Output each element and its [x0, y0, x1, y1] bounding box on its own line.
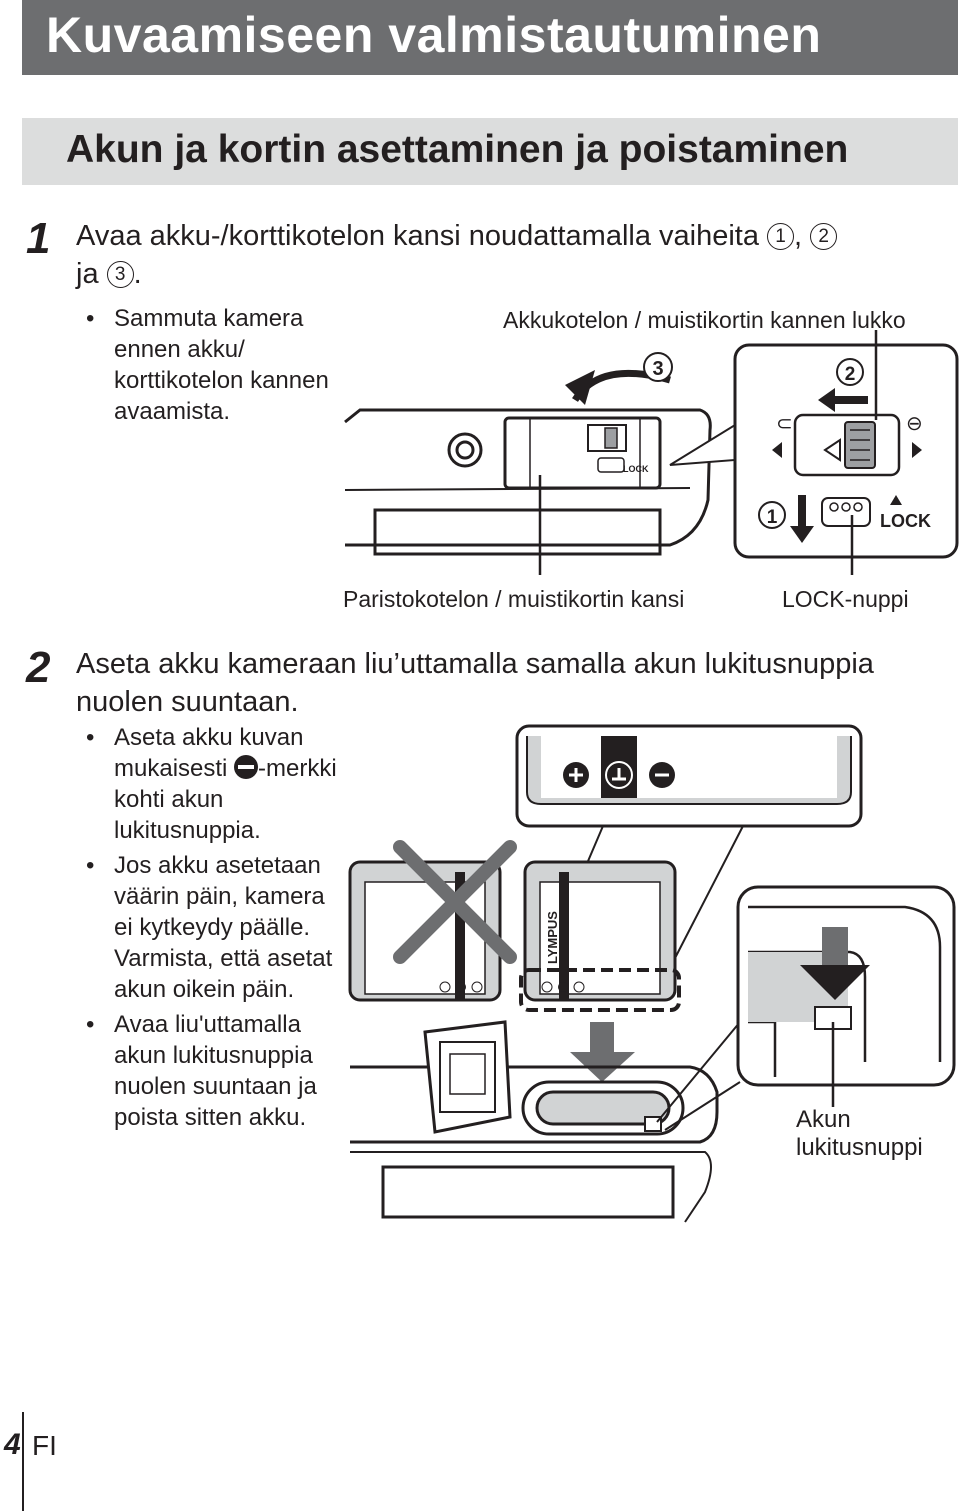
step-1-comma: ,: [794, 220, 811, 252]
step-2-bullets: Aseta akku kuvan mukaisesti -merkki koht…: [76, 722, 341, 1133]
camera-open-compartment: [350, 1020, 719, 1223]
diagram-lock-text: LOCK: [880, 511, 931, 531]
lock-arrow-head: [800, 965, 870, 1000]
subsection-title: Akun ja kortin asettaminen ja poistamine…: [66, 128, 849, 171]
bullet-1-text-b: -merkki kohti akun lukitusnuppia.: [114, 755, 337, 844]
insert-arrow-shaft: [590, 1022, 614, 1052]
correct-battery: LYMPUS: [519, 860, 681, 1012]
label-cover: Paristokotelon / muistikortin kansi: [343, 586, 685, 612]
section-title-bar: [22, 0, 958, 75]
camera-small-cover-switch: [587, 424, 627, 473]
wrong-x-icon: [393, 840, 517, 964]
label-lock-cover: Akkukotelon / muistikortin kannen lukko: [503, 307, 906, 333]
circled-2: 2: [810, 223, 838, 250]
footer-divider: [22, 1412, 24, 1511]
circled-3: 3: [106, 261, 134, 288]
step-2-bullet-2: Jos akku asetetaan väärin päin, kamera e…: [76, 850, 341, 1005]
bullet-1-text-a: Aseta akku kuvan mukaisesti: [114, 724, 304, 782]
lock-arrow-shaft: [822, 927, 848, 967]
step-1-bullets: Sammuta kamera ennen akku/ korttikotelon…: [76, 303, 341, 427]
zoom-wedge: [669, 423, 736, 466]
subsection-title-bar: [22, 118, 958, 185]
step-2-bullet-1: Aseta akku kuvan mukaisesti -merkki koht…: [76, 722, 341, 846]
step-1-instruction: Avaa akku-/korttikotelon kansi noudattam…: [76, 217, 946, 293]
small-lock-text: LOCK: [623, 464, 649, 474]
minus-mark-icon: [234, 755, 259, 779]
step-1-text-a: Avaa akku-/korttikotelon kansi noudattam…: [76, 220, 768, 252]
diagram-num-3: 3: [652, 358, 663, 380]
svg-text:⊖: ⊖: [906, 413, 923, 435]
diagram-num-2: 2: [845, 364, 856, 385]
wrong-battery: [348, 840, 517, 1002]
page-number: 4: [4, 1428, 21, 1461]
step-1-number: 1: [26, 214, 51, 263]
step-2-number: 2: [26, 643, 51, 692]
step-2-bullet-3: Avaa liu'uttamalla akun lukitusnuppia nu…: [76, 1009, 341, 1133]
circled-1: 1: [767, 223, 795, 250]
label-lock-knob: LOCK-nuppi: [782, 586, 909, 612]
step-1-text-b: ja: [76, 258, 107, 290]
camera-bottom-illustration: [344, 408, 712, 556]
step-1-bullet: Sammuta kamera ennen akku/ korttikotelon…: [76, 303, 341, 427]
battery-insertion-diagram: LYMPUS: [348, 724, 956, 1223]
language-code: FI: [32, 1430, 57, 1461]
svg-text:⊂: ⊂: [776, 413, 793, 435]
battery-brand-text: LYMPUS: [545, 911, 560, 964]
section-title: Kuvaamiseen valmistautuminen: [46, 7, 822, 63]
step-1-text-c: .: [133, 258, 142, 290]
label-battery-lock-knob: Akun lukitusnuppi: [796, 1106, 923, 1161]
step-2-instruction: Aseta akku kameraan liu’uttamalla samall…: [76, 648, 874, 718]
battery-cover-diagram: LOCK 3 ⊂ ⊖ 2 1 LOCK: [344, 330, 959, 575]
diagram-num-1: 1: [767, 507, 778, 528]
open-cover-arrowhead: [565, 370, 595, 405]
